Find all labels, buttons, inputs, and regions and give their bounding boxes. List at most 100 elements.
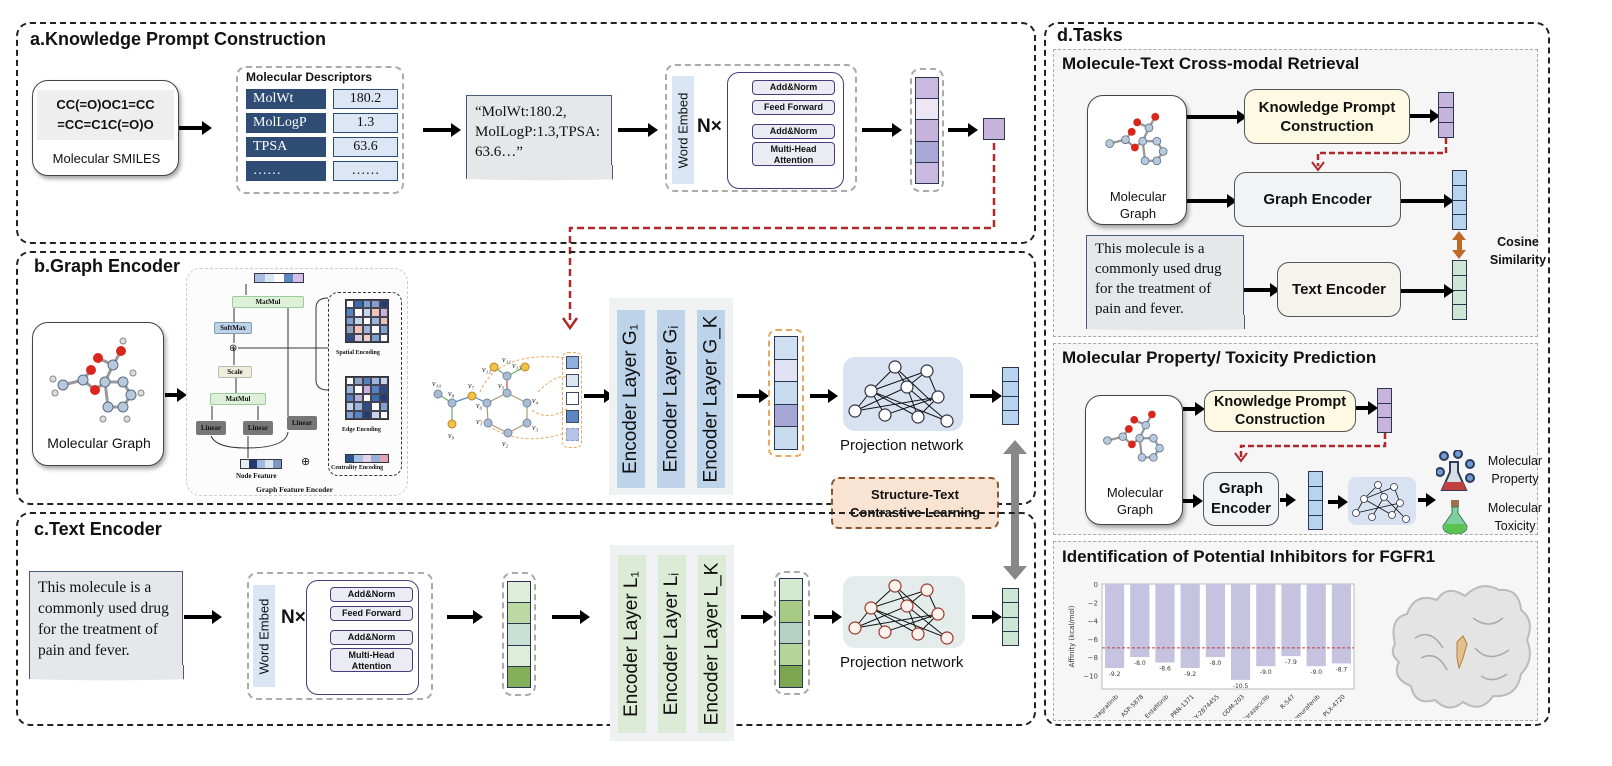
node-token-3 (566, 392, 579, 405)
prompt-token-slot (566, 428, 579, 441)
gfe-node-feature-label: Node Feature (236, 472, 277, 480)
projection-label-g: Projection network (840, 437, 964, 454)
retrieval-mol-card: Molecular Graph (1087, 95, 1187, 225)
molecular-graph-card-b: Molecular Graph (32, 322, 164, 466)
gfe-linear-q: Linear (196, 421, 226, 435)
matrix-cell (371, 316, 380, 326)
matrix-cell (346, 325, 355, 334)
centrality-encoding-vector (345, 454, 389, 463)
x-tick-label: PRN-1371 (1170, 693, 1196, 718)
retrieval-kpc-box: Knowledge Prompt Construction (1244, 89, 1410, 144)
gfe-matmul-top: MatMul (232, 296, 304, 308)
matrix-cell (371, 410, 380, 419)
arrow-prompt-to-embed (618, 123, 658, 137)
matrix-cell (354, 300, 363, 309)
retrieval-graph-encoder: Graph Encoder (1234, 172, 1401, 227)
svg-text:v₁₂: v₁₂ (482, 365, 491, 374)
bar (1105, 584, 1125, 668)
bar (1231, 584, 1251, 680)
property-graph-encoder: Graph Encoder (1203, 472, 1279, 526)
molecule-icon (49, 337, 145, 423)
descriptor-name: TPSA (246, 137, 326, 157)
arrow-encoder-g-out (737, 389, 769, 403)
descriptor-name: …… (246, 161, 326, 181)
matrix-cell (379, 316, 388, 326)
arrow-mol-to-kpc (1187, 110, 1247, 124)
edge-encoding-matrix (345, 376, 389, 420)
matrix-cell (346, 377, 355, 386)
prompt-embedding (983, 118, 1005, 140)
svg-text:v₁₀: v₁₀ (432, 379, 441, 388)
bar (1155, 584, 1175, 663)
gfe-matmul-bottom: MatMul (210, 393, 266, 405)
arrow-net-to-outputs (1418, 493, 1436, 507)
matrix-cell (362, 300, 372, 309)
centrality-encoding-label: Centrality Encoding (331, 465, 384, 471)
descriptor-value: 180.2 (333, 89, 398, 109)
matrix-cell (346, 385, 355, 394)
svg-text:v₁₁: v₁₁ (502, 355, 511, 364)
property-mol-label: Molecular Graph (1106, 485, 1164, 517)
arrow-prop-ge-out (1280, 493, 1296, 507)
matrix-cell (371, 325, 380, 334)
panel-text-encoder (16, 512, 1036, 726)
x-tick-label: ODM-203 (1221, 693, 1246, 718)
matrix-cell (346, 410, 355, 419)
smiles-label: Molecular SMILES (52, 151, 161, 166)
x-tick-label: Narazaciclib (1240, 693, 1271, 718)
arrow-transformer-a-out (862, 123, 902, 137)
encoder-layer: Encoder Layer G_K (697, 310, 725, 488)
matrix-cell (379, 308, 388, 317)
molecule-icon (1105, 112, 1168, 166)
matrix-cell (379, 300, 388, 309)
arrow-to-text-output (972, 610, 1002, 624)
matrix-cell (362, 402, 372, 411)
contrastive-line-1: Structure-Text (871, 487, 959, 502)
property-kpc-box: Knowledge Prompt Construction (1204, 390, 1356, 432)
descriptors-title: Molecular Descriptors (246, 70, 373, 84)
svg-text:v₆: v₆ (476, 401, 483, 410)
matrix-cell (354, 333, 363, 342)
arrow-mol-to-graph-encoder (1187, 194, 1237, 208)
encoder-layer: Encoder Layer L_K (698, 555, 726, 733)
matrix-cell (354, 393, 363, 403)
property-title: Molecular Property/ Toxicity Prediction (1062, 348, 1377, 367)
matrix-cell (371, 402, 380, 411)
feed-forward-c: Feed Forward (330, 606, 413, 621)
matrix-cell (354, 377, 363, 386)
matrix-cell (354, 402, 363, 411)
add-norm-a2: Add&Norm (752, 124, 835, 139)
gfe-title: Graph Feature Encoder (256, 485, 333, 494)
x-tick-label: ASP-5878 (1120, 693, 1145, 718)
data-label: -9.2 (1109, 671, 1121, 678)
data-label: -8.0 (1134, 660, 1146, 667)
data-label: -9.0 (1310, 669, 1322, 676)
bar (1331, 584, 1351, 664)
word-embed-c: Word Embed (253, 585, 275, 687)
retrieval-mol-label: Molecular Graph (1109, 189, 1167, 221)
retrieval-text-doc: This molecule is a commonly used drug fo… (1086, 235, 1244, 317)
bar (1130, 584, 1150, 658)
mha-a: Multi-Head Attention (752, 142, 835, 166)
inhibitors-title: Identification of Potential Inhibitors f… (1062, 547, 1436, 566)
x-tick-label: LY-2874455 (1192, 693, 1221, 718)
arrow-tokens-to-encoder-g (584, 389, 614, 403)
arrow-text-to-text-encoder (1244, 283, 1280, 297)
graph-output-vector (1002, 367, 1019, 425)
text-input-doc-c: This molecule is a commonly used drug fo… (29, 571, 183, 667)
arrow-prop-mol-to-ge (1183, 494, 1203, 508)
arrow-to-graph-output (970, 389, 1002, 403)
matrix-cell (362, 308, 372, 317)
matrix-cell (346, 308, 355, 317)
flask-property-icon (1436, 450, 1475, 491)
matrix-cell (371, 308, 380, 317)
panel-tasks (1044, 22, 1550, 726)
y-tick-label: 0 (1094, 581, 1098, 589)
neural-net-icon (848, 579, 954, 645)
arrow-prop-mol-to-kpc (1183, 402, 1205, 416)
gfe-out-vector (254, 273, 304, 283)
spatial-encoding-label: Spatial Encoding (336, 350, 380, 356)
prompt-text: “MolWt:180.2, MolLogP:1.3,TPSA: 63.6…” (475, 104, 601, 160)
panel-b-title: b.Graph Encoder (34, 256, 181, 276)
